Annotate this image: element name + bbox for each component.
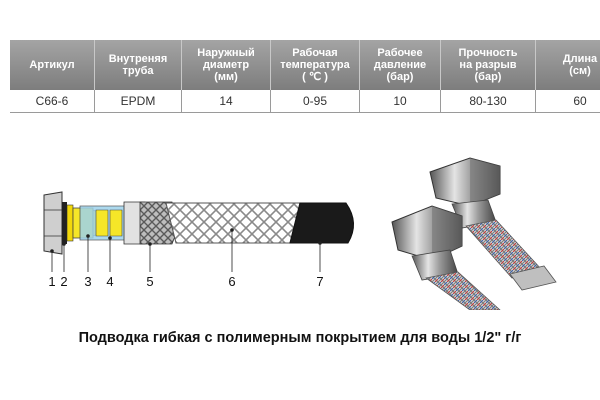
cell-working-pressure: 10	[359, 90, 441, 113]
hose-diagram: 1 2 3 4 5 6 7	[43, 157, 557, 310]
cell-burst-strength: 80-130	[440, 90, 536, 113]
header-article: Артикул	[10, 40, 95, 90]
hose-photo-back	[429, 157, 557, 291]
callout-1: 1	[48, 274, 55, 289]
cell-length: 60	[535, 90, 600, 113]
cell-outer-diameter: 14	[181, 90, 271, 113]
coated-hose-part	[289, 202, 354, 244]
braided-hose-part	[165, 202, 301, 244]
cell-inner-tube: EPDM	[94, 90, 182, 113]
nut-part	[43, 191, 63, 255]
callout-7: 7	[316, 274, 323, 289]
product-photo	[391, 157, 557, 310]
header-length: Длина(см)	[535, 40, 600, 90]
callout-6: 6	[228, 274, 235, 289]
product-caption: Подводка гибкая с полимерным покрытием д…	[78, 330, 522, 346]
callout-5: 5	[146, 274, 153, 289]
spec-data-row: C66-6 EPDM 14 0-95 10 80-130 60	[10, 90, 600, 113]
cell-working-temperature: 0-95	[270, 90, 360, 113]
callout-leaders	[50, 228, 322, 272]
hose-photo-front	[391, 205, 501, 310]
callout-2: 2	[60, 274, 67, 289]
callout-3: 3	[84, 274, 91, 289]
gasket-part	[62, 202, 74, 244]
cell-article: C66-6	[10, 90, 95, 113]
callout-4: 4	[106, 274, 113, 289]
